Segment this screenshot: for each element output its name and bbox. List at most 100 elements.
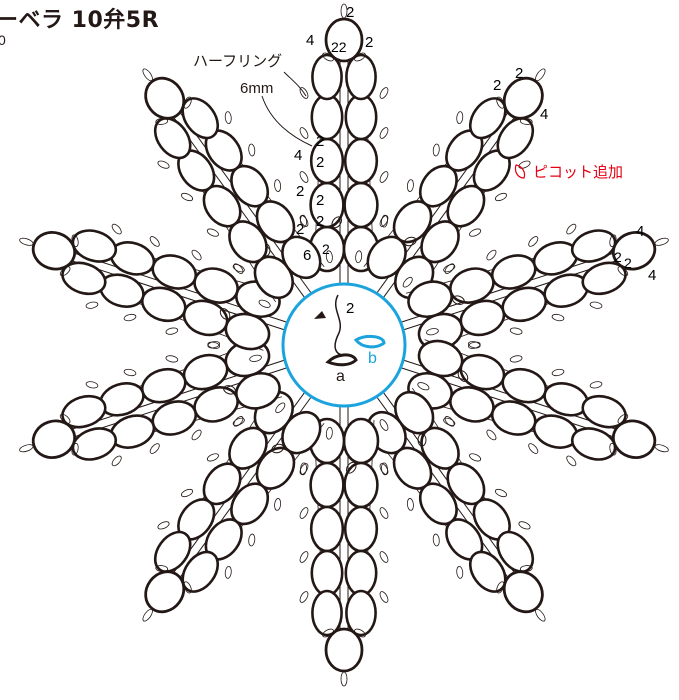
- petal-ring: [312, 55, 341, 99]
- petal-ring: [312, 551, 342, 595]
- count-top-3: 22: [331, 39, 347, 55]
- picot-mark-icon: [515, 165, 524, 178]
- tip-picot: [141, 608, 154, 623]
- count-chain-4: 2: [296, 183, 304, 200]
- tip-picot: [654, 237, 669, 247]
- picot: [527, 235, 539, 248]
- picot: [518, 520, 531, 530]
- picot: [378, 86, 389, 99]
- picot: [407, 179, 414, 192]
- start-loop-b: [356, 336, 384, 346]
- count-top-1: 2: [346, 4, 354, 21]
- count-ur-3: 4: [540, 106, 548, 123]
- start-loop-a: [328, 355, 356, 365]
- picot: [468, 341, 481, 349]
- picot: [510, 327, 523, 335]
- picot: [378, 550, 389, 563]
- start-thread: [335, 295, 344, 355]
- picot: [207, 341, 220, 349]
- picot: [468, 452, 481, 462]
- tip-picot: [534, 608, 547, 623]
- count-chain-3: 2: [316, 154, 324, 171]
- tip-picot: [534, 67, 547, 82]
- picot: [157, 520, 170, 530]
- count-top-2: 4: [306, 32, 314, 49]
- picot: [85, 381, 98, 389]
- picot: [225, 111, 232, 124]
- picot: [248, 534, 255, 547]
- picot: [433, 534, 440, 547]
- picot: [274, 498, 281, 511]
- picot: [468, 227, 481, 237]
- picot: [565, 454, 577, 467]
- start-label-b: b: [368, 350, 377, 367]
- petal-ring: [345, 139, 377, 183]
- picot: [433, 144, 440, 157]
- half-ring-leader-1: [284, 72, 306, 96]
- picot: [518, 159, 531, 169]
- picot: [225, 566, 232, 579]
- petal-ring: [345, 463, 378, 507]
- picot: [298, 170, 309, 183]
- tip-picot: [654, 443, 669, 453]
- picot: [190, 428, 202, 441]
- picot: [456, 111, 463, 124]
- picot: [494, 192, 507, 202]
- half-ring-leader-2: [262, 96, 312, 146]
- picot: [485, 249, 497, 262]
- petal-ring: [346, 551, 376, 595]
- picot: [85, 301, 98, 309]
- tip-picot: [19, 443, 34, 453]
- picot: [180, 488, 193, 498]
- tip-picot: [341, 672, 347, 686]
- picot: [468, 341, 481, 349]
- tip-picot: [19, 237, 34, 247]
- picot: [110, 454, 122, 467]
- petal-ring: [346, 55, 375, 99]
- picot: [124, 313, 137, 321]
- picot: [378, 170, 389, 183]
- picot: [407, 498, 414, 511]
- count-chain-1: 4: [294, 147, 302, 164]
- picot: [206, 227, 219, 237]
- picot: [148, 235, 160, 248]
- picot: [551, 368, 564, 376]
- picot: [248, 144, 255, 157]
- start-arrow-icon: [314, 311, 326, 319]
- petal-ring: [346, 591, 375, 635]
- petal-ring: [346, 95, 376, 139]
- count-chain-9: 2: [322, 241, 330, 257]
- count-chain-2: 2: [316, 133, 324, 150]
- picot: [298, 506, 309, 519]
- picot: [157, 159, 170, 169]
- petal-ring: [345, 183, 378, 227]
- count-r-4: 4: [648, 267, 656, 284]
- picot-add-note: ピコット追加: [533, 164, 623, 181]
- picot: [590, 301, 603, 309]
- picot: [180, 192, 193, 202]
- picot: [378, 590, 389, 603]
- petal-ring: [312, 591, 341, 635]
- picot: [298, 126, 309, 139]
- picot: [110, 223, 122, 236]
- picot: [494, 488, 507, 498]
- center-ring: [283, 284, 405, 406]
- half-ring-size-label: 6mm: [240, 80, 273, 97]
- picot: [124, 368, 137, 376]
- start-label-a: a: [336, 368, 345, 385]
- picot: [378, 506, 389, 519]
- petals-group: [0, 4, 679, 686]
- picot: [456, 566, 463, 579]
- picot: [510, 355, 523, 363]
- petal-ring: [311, 507, 343, 551]
- petal-ring: [311, 463, 344, 507]
- count-chain-7: 2: [316, 213, 324, 230]
- count-chain-6: 2: [296, 221, 304, 238]
- picot: [565, 223, 577, 236]
- count-ur-2: 2: [515, 65, 523, 82]
- picot: [527, 442, 539, 455]
- petal-ring: [345, 507, 377, 551]
- petal-ring: [344, 419, 378, 463]
